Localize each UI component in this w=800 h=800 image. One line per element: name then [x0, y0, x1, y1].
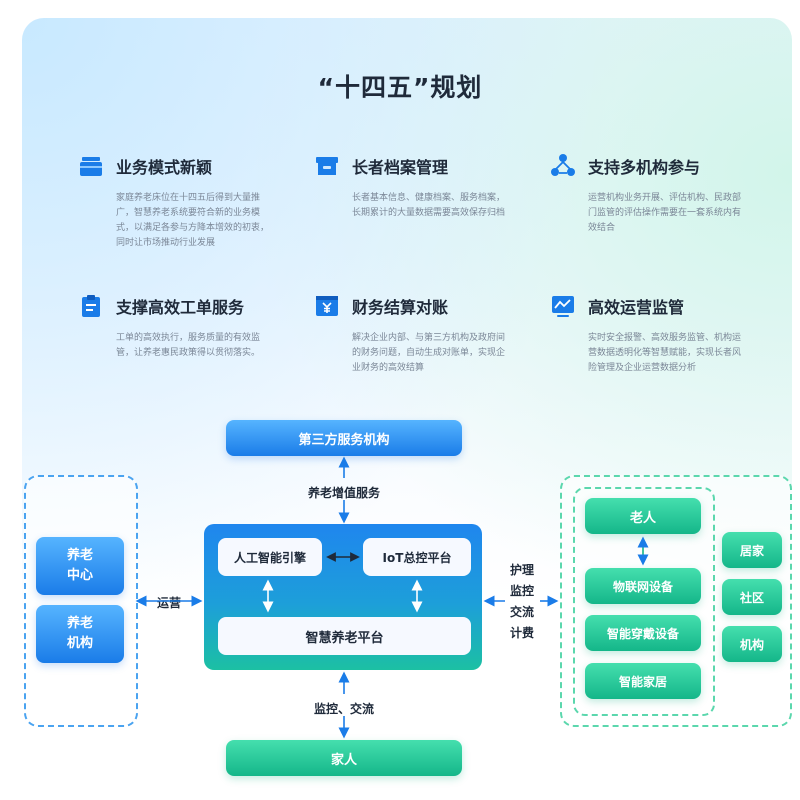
feature-finance: 财务结算对账 解决企业内部、与第三方机构及政府间的财务问题，自动生成对账单，实现… — [314, 293, 524, 376]
elder-node: 老人 — [585, 498, 701, 534]
smart-elderly-platform-node: 智慧养老平台 — [218, 617, 471, 655]
community-node: 社区 — [722, 579, 782, 615]
feature-title: 支持多机构参与 — [588, 158, 701, 177]
smart-home-node: 智能家居 — [585, 663, 701, 699]
network-icon — [551, 154, 575, 176]
feature-desc: 运营机构业务开展、评估机构、民政部门监管的评估操作需要在一套系统内有效结合 — [588, 193, 742, 233]
right-link-label-care: 护理 — [509, 563, 534, 577]
archive-box-icon — [316, 157, 338, 175]
feature-desc: 工单的高效执行，服务质量的有效监管，让养老惠民政策得以贯彻落实。 — [116, 333, 261, 358]
feature-business-model: 业务模式新颖 家庭养老床位在十四五后得到大量推广，智慧养老系统要符合新的业务模式… — [78, 153, 288, 251]
iot-platform-node: IoT总控平台 — [363, 538, 471, 576]
feature-desc: 解决企业内部、与第三方机构及政府间的财务问题，自动生成对账单，实现企业财务的高效… — [352, 333, 506, 373]
feature-multi-org: 支持多机构参与 运营机构业务开展、评估机构、民政部门监管的评估操作需要在一套系统… — [550, 153, 760, 236]
feature-operation-monitor: 高效运营监管 实时安全报警、高效服务监管、机构运营数据透明化等智慧赋能，实现长者… — [550, 293, 760, 376]
feature-work-order: 支撑高效工单服务 工单的高效执行，服务质量的有效监管，让养老惠民政策得以贯彻落实… — [78, 293, 288, 361]
bottom-link-label: 监控、交流 — [313, 702, 374, 716]
monitor-chart-icon — [552, 296, 574, 317]
home-node: 居家 — [722, 532, 782, 568]
institution-node: 机构 — [722, 626, 782, 662]
right-inner-group-container — [573, 487, 715, 716]
feature-title: 高效运营监管 — [588, 298, 685, 317]
feature-title: 长者档案管理 — [352, 158, 449, 177]
right-link-label-monitor: 监控 — [509, 584, 534, 598]
yen-invoice-icon — [316, 296, 338, 316]
feature-title: 财务结算对账 — [352, 298, 449, 317]
feature-elder-archive: 长者档案管理 长者基本信息、健康档案、服务档案，长期累计的大量数据需要高效保存归… — [314, 153, 524, 221]
top-link-label: 养老增值服务 — [307, 486, 380, 500]
ai-engine-node: 人工智能引擎 — [218, 538, 322, 576]
iot-device-node: 物联网设备 — [585, 568, 701, 604]
feature-title: 支撑高效工单服务 — [116, 298, 245, 317]
feature-title: 业务模式新颖 — [116, 158, 213, 177]
right-link-label-billing: 计费 — [509, 626, 534, 640]
smart-wearable-node: 智能穿戴设备 — [585, 615, 701, 651]
elderly-institution-node: 养老 机构 — [36, 605, 124, 663]
right-link-labels: 护理 监控 交流 计费 — [507, 560, 537, 644]
right-link-label-communicate: 交流 — [509, 605, 534, 619]
feature-desc: 长者基本信息、健康档案、服务档案，长期累计的大量数据需要高效保存归档 — [352, 193, 506, 218]
feature-desc: 实时安全报警、高效服务监管、机构运营数据透明化等智慧赋能，实现长者风险管理及企业… — [588, 333, 742, 373]
family-node: 家人 — [226, 740, 462, 776]
feature-desc: 家庭养老床位在十四五后得到大量推广，智慧养老系统要符合新的业务模式，以满足各参与… — [116, 193, 270, 248]
page-title: “十四五”规划 — [317, 73, 483, 102]
briefcase-icon — [80, 157, 102, 176]
elderly-center-node: 养老 中心 — [36, 537, 124, 595]
third-party-service-node: 第三方服务机构 — [226, 420, 462, 456]
clipboard-icon — [82, 295, 100, 317]
